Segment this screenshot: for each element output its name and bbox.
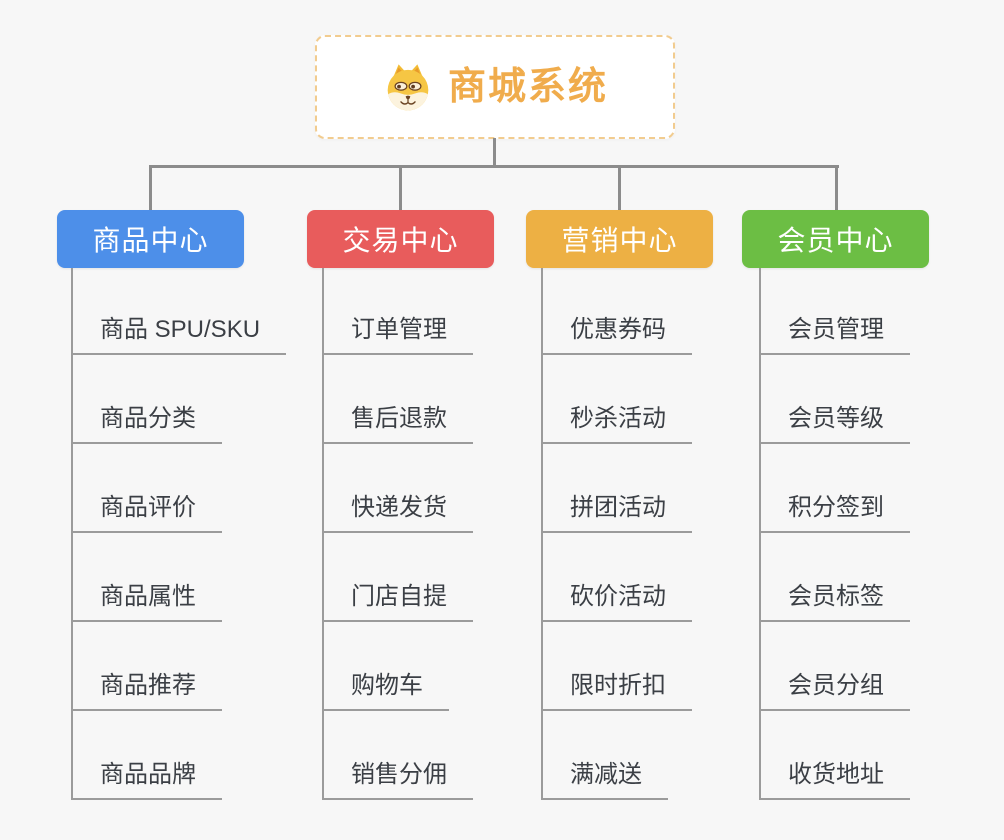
leaf-item[interactable]: 商品评价	[72, 444, 302, 533]
leaf-item[interactable]: 售后退款	[323, 355, 553, 444]
leaf-label: 门店自提	[323, 583, 473, 622]
leaf-item[interactable]: 快递发货	[323, 444, 553, 533]
trunk-line-marketing	[541, 268, 543, 800]
connector-drop-member	[835, 165, 838, 210]
leaf-label: 会员管理	[760, 316, 910, 355]
leaf-item[interactable]: 积分签到	[760, 444, 990, 533]
connector-drop-trade	[399, 165, 402, 210]
leaf-item[interactable]: 门店自提	[323, 533, 553, 622]
leaf-item[interactable]: 购物车	[323, 622, 553, 711]
leaf-column-marketing: 优惠券码秒杀活动拼团活动砍价活动限时折扣满减送	[542, 266, 772, 800]
root-node[interactable]: 商城系统	[315, 35, 675, 139]
trunk-line-member	[759, 268, 761, 800]
leaf-label: 积分签到	[760, 494, 910, 533]
root-title: 商城系统	[447, 66, 608, 108]
leaf-item[interactable]: 限时折扣	[542, 622, 772, 711]
leaf-label: 售后退款	[323, 405, 473, 444]
connector-drop-marketing	[618, 165, 621, 210]
leaf-label: 秒杀活动	[542, 405, 692, 444]
leaf-item[interactable]: 拼团活动	[542, 444, 772, 533]
branch-header-trade[interactable]: 交易中心	[307, 210, 494, 268]
leaf-item[interactable]: 商品推荐	[72, 622, 302, 711]
leaf-label: 商品属性	[72, 583, 222, 622]
leaf-column-products: 商品 SPU/SKU 商品分类商品评价商品属性商品推荐商品品牌	[72, 266, 302, 800]
leaf-column-trade: 订单管理售后退款快递发货门店自提购物车销售分佣	[323, 266, 553, 800]
leaf-item[interactable]: 商品分类	[72, 355, 302, 444]
leaf-item[interactable]: 订单管理	[323, 266, 553, 355]
branch-header-products[interactable]: 商品中心	[57, 210, 244, 268]
leaf-label: 快递发货	[323, 494, 473, 533]
leaf-column-member: 会员管理会员等级积分签到会员标签会员分组收货地址	[760, 266, 990, 800]
leaf-label: 限时折扣	[542, 672, 692, 711]
leaf-label: 满减送	[542, 761, 668, 800]
leaf-item[interactable]: 收货地址	[760, 711, 990, 800]
trunk-line-products	[71, 268, 73, 800]
leaf-label: 砍价活动	[542, 583, 692, 622]
leaf-item[interactable]: 会员管理	[760, 266, 990, 355]
leaf-label: 优惠券码	[542, 316, 692, 355]
leaf-item[interactable]: 商品 SPU/SKU	[72, 266, 302, 355]
connector-drop-products	[149, 165, 152, 210]
leaf-label: 商品分类	[72, 405, 222, 444]
leaf-item[interactable]: 商品属性	[72, 533, 302, 622]
leaf-label: 商品评价	[72, 494, 222, 533]
leaf-label: 会员等级	[760, 405, 910, 444]
leaf-label: 会员分组	[760, 672, 910, 711]
leaf-label: 商品 SPU/SKU	[72, 316, 287, 355]
branch-header-member[interactable]: 会员中心	[742, 210, 929, 268]
leaf-label: 收货地址	[760, 761, 910, 800]
leaf-item[interactable]: 优惠券码	[542, 266, 772, 355]
trunk-line-trade	[322, 268, 324, 800]
leaf-item[interactable]: 会员分组	[760, 622, 990, 711]
dog-face-icon	[387, 64, 429, 111]
leaf-label: 商品品牌	[72, 761, 222, 800]
connector-horizontal-bus	[149, 165, 839, 168]
connector-root-vertical	[493, 138, 496, 168]
leaf-item[interactable]: 砍价活动	[542, 533, 772, 622]
leaf-item[interactable]: 满减送	[542, 711, 772, 800]
leaf-label: 会员标签	[760, 583, 910, 622]
leaf-item[interactable]: 会员标签	[760, 533, 990, 622]
leaf-item[interactable]: 销售分佣	[323, 711, 553, 800]
branch-header-marketing[interactable]: 营销中心	[526, 210, 713, 268]
leaf-label: 拼团活动	[542, 494, 692, 533]
leaf-item[interactable]: 商品品牌	[72, 711, 302, 800]
leaf-label: 销售分佣	[323, 761, 473, 800]
leaf-label: 订单管理	[323, 316, 473, 355]
leaf-item[interactable]: 秒杀活动	[542, 355, 772, 444]
leaf-label: 商品推荐	[72, 672, 222, 711]
leaf-label: 购物车	[323, 672, 449, 711]
leaf-item[interactable]: 会员等级	[760, 355, 990, 444]
